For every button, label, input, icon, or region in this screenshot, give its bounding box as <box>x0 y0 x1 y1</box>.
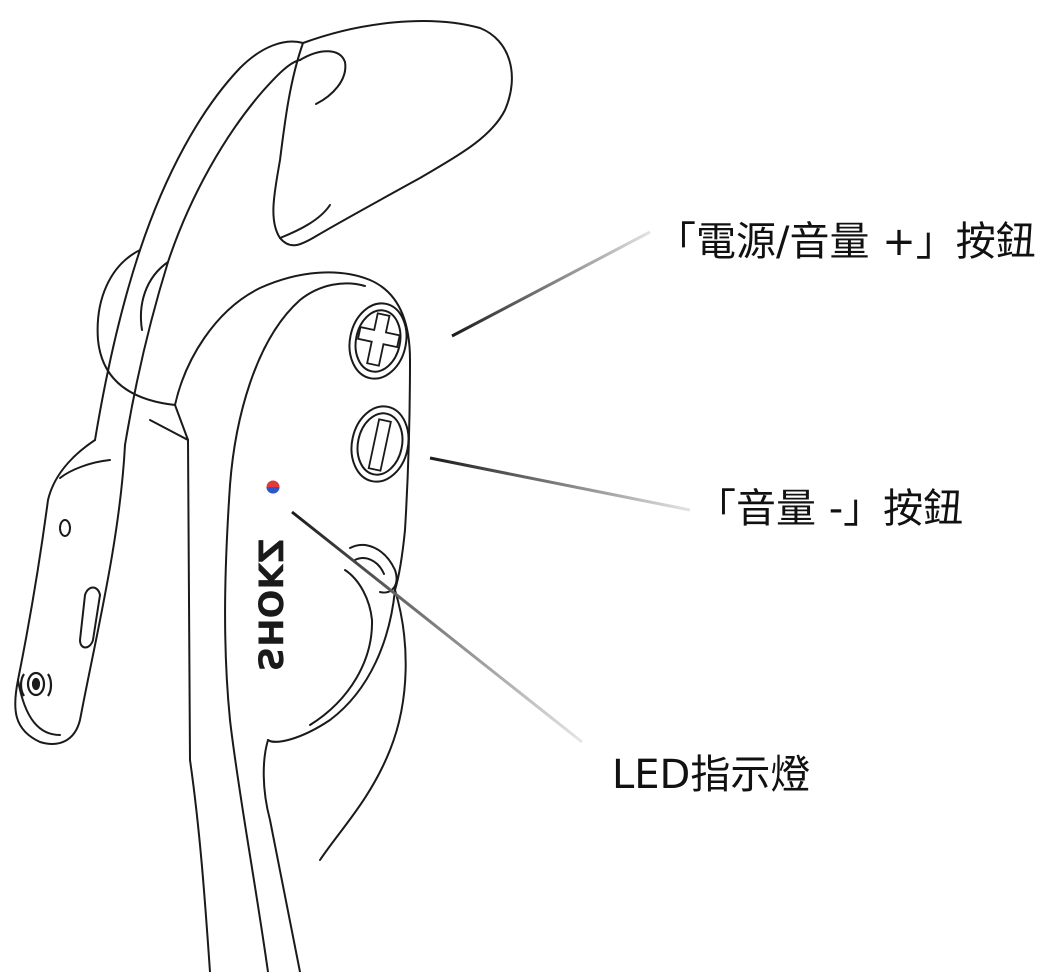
callout-power-volume-up: 「電源/音量 +」按鈕 <box>656 219 1036 265</box>
back-loop <box>96 249 176 406</box>
left-unit-bottom <box>17 679 61 736</box>
callout-volume-down: 「音量 -」按鈕 <box>696 486 964 532</box>
headphone-outline <box>14 20 513 972</box>
leader-line-volume-down <box>429 456 691 512</box>
neck-band-top <box>267 589 396 743</box>
body-left-face <box>174 404 191 761</box>
transducer-body-edge <box>229 282 366 486</box>
hook-wire-inner <box>124 59 301 446</box>
neck-band-lower <box>262 739 301 972</box>
neck-band-cup <box>349 543 398 594</box>
ear-pad <box>272 20 513 247</box>
body-side-line <box>149 419 189 441</box>
volume-down-button <box>350 405 410 483</box>
plus-icon <box>356 312 401 367</box>
body-lower <box>189 759 211 972</box>
left-unit-edge <box>59 459 111 479</box>
ear-pad-fold <box>279 204 331 239</box>
leader-line-power <box>451 230 651 338</box>
leader-line-led <box>291 510 583 744</box>
neck-band-inner <box>309 569 374 726</box>
shokz-logo: SHOKZ <box>250 539 290 672</box>
hook-wire-outer <box>94 40 304 441</box>
shokz-badge-icon <box>19 671 53 697</box>
back-loop-inner <box>139 261 169 331</box>
charging-port <box>79 586 101 649</box>
ear-pad-inner <box>299 50 347 105</box>
shokz-logo-text: SHOKZ <box>250 539 290 672</box>
led-indicator <box>266 480 280 494</box>
left-unit <box>14 439 126 745</box>
transducer-body <box>174 271 411 591</box>
neck-band-cup-inner <box>354 557 385 575</box>
body-lower-right <box>224 484 269 972</box>
minus-icon <box>367 418 392 472</box>
neck-band-outer <box>319 589 407 861</box>
left-unit-hole <box>59 519 71 537</box>
power-volume-up-button <box>348 302 408 380</box>
callout-led-indicator: LED指示燈 <box>612 752 811 798</box>
